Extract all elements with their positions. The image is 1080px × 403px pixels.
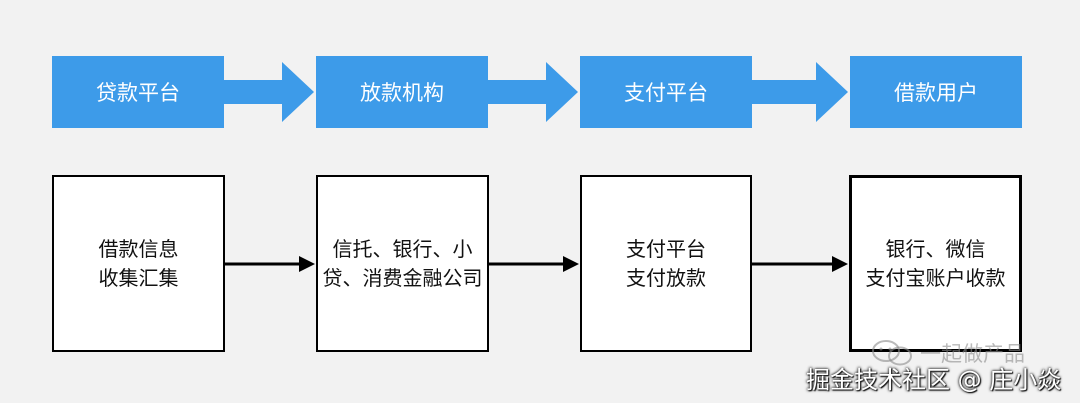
detail-box-institutions: 信托、银行、小 贷、消费金融公司 bbox=[316, 175, 489, 352]
stage-header-lending-institution: 放款机构 bbox=[316, 56, 488, 128]
watermark-brand-text: 一起做产品 bbox=[920, 342, 1025, 366]
connector-arrow-2 bbox=[489, 256, 579, 272]
stage-header-lending-platform: 贷款平台 bbox=[52, 56, 224, 128]
detail-box-receiving-accounts: 银行、微信 支付宝账户收款 bbox=[849, 175, 1022, 352]
flow-arrow-3 bbox=[752, 62, 848, 122]
flow-arrow-2 bbox=[488, 62, 578, 122]
stage-header-borrower: 借款用户 bbox=[850, 56, 1022, 128]
detail-box-payment: 支付平台 支付放款 bbox=[580, 175, 752, 352]
detail-line: 贷、消费金融公司 bbox=[322, 265, 483, 290]
detail-line: 信托、银行、小 bbox=[332, 236, 473, 261]
watermark-brand: 一起做产品 bbox=[870, 338, 1025, 368]
connector-arrow-3 bbox=[752, 256, 848, 272]
stage-header-payment-platform: 支付平台 bbox=[580, 56, 752, 128]
flow-arrow-1 bbox=[224, 62, 314, 122]
wechat-icon bbox=[872, 340, 912, 366]
detail-line: 借款信息 bbox=[98, 236, 179, 261]
detail-line: 收集汇集 bbox=[98, 265, 179, 290]
detail-line: 支付宝账户收款 bbox=[865, 265, 1006, 290]
connector-arrow-1 bbox=[225, 256, 315, 272]
detail-line: 支付放款 bbox=[626, 265, 706, 290]
watermark-source: 掘金技术社区 @ 庄小焱 bbox=[806, 366, 1062, 394]
detail-line: 银行、微信 bbox=[885, 236, 986, 261]
detail-box-info-collection: 借款信息 收集汇集 bbox=[52, 175, 225, 352]
detail-line: 支付平台 bbox=[626, 236, 706, 261]
